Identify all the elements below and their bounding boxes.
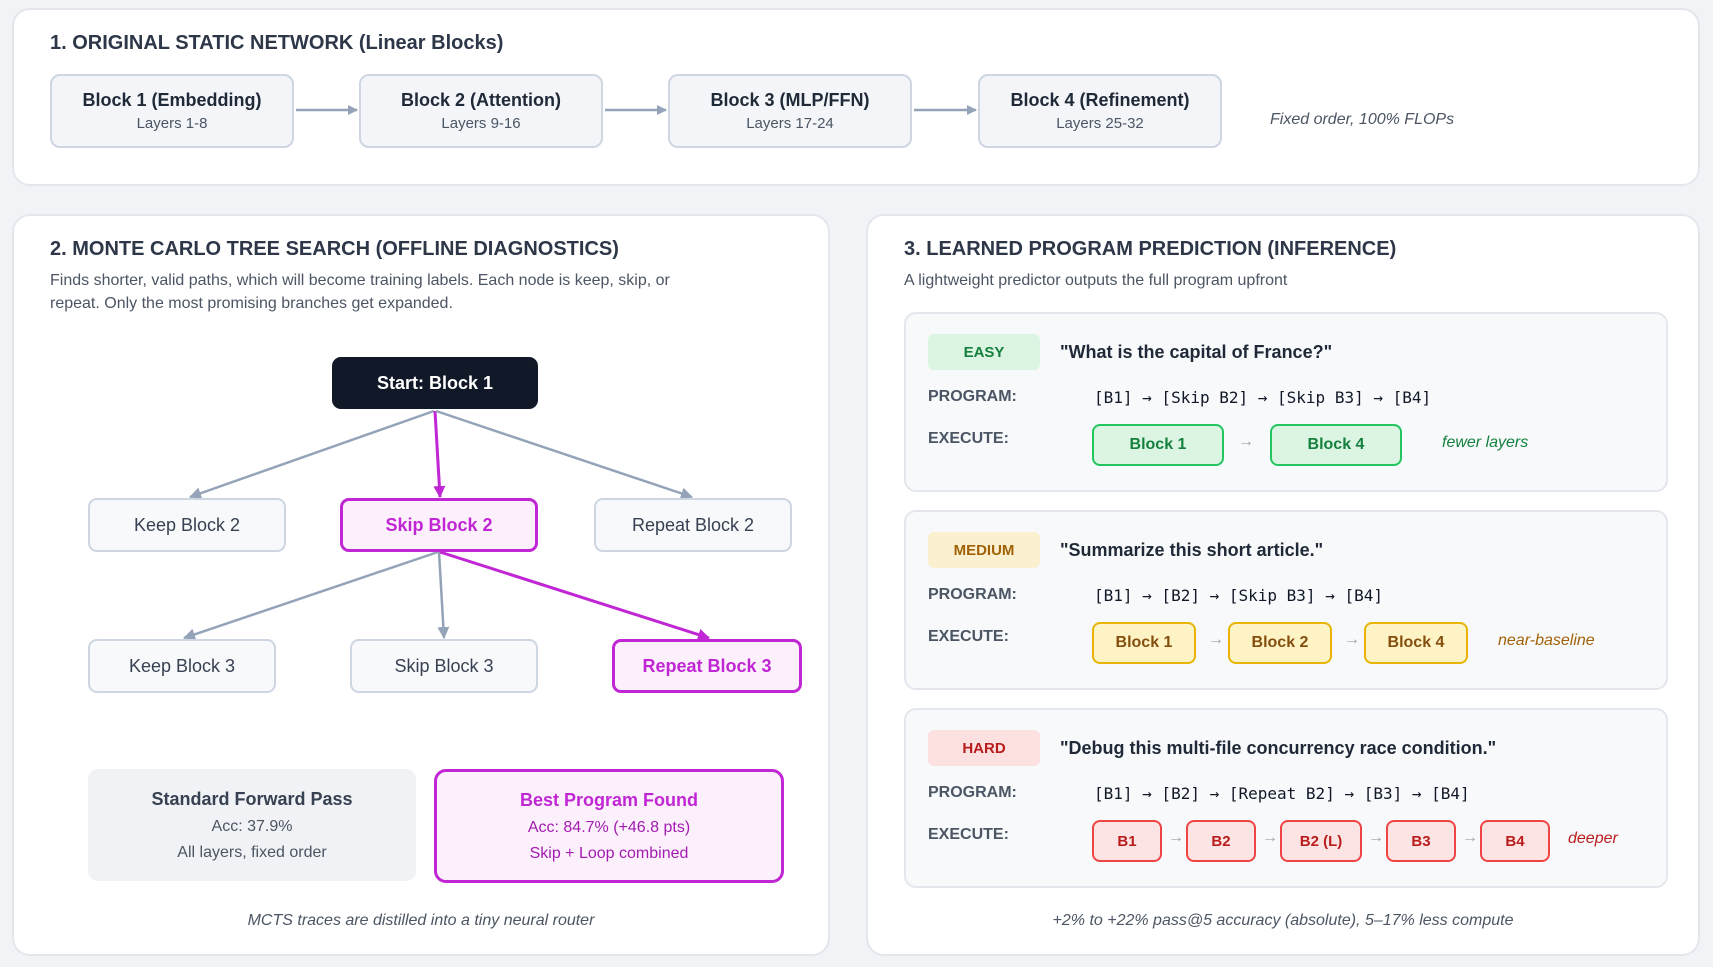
edge-root-skip2 <box>433 410 446 498</box>
medium-exec-block-1: Block 1 <box>1092 622 1196 664</box>
standard-title: Standard Forward Pass <box>151 788 353 809</box>
medium-exec-block-2: Block 2 <box>1228 622 1332 664</box>
hard-prompt: "Debug this multi-file concurrency race … <box>1060 738 1497 758</box>
static-network-panel: 1. ORIGINAL STATIC NETWORK (Linear Block… <box>12 8 1700 186</box>
easy-exec-block-4: Block 4 <box>1270 424 1402 466</box>
standard-desc: All layers, fixed order <box>177 843 327 861</box>
block-layers: Layers 17-24 <box>746 115 834 132</box>
keep-block-3-node: Keep Block 3 <box>88 639 276 693</box>
subtitle-line-2: repeat. Only the most promising branches… <box>50 295 453 312</box>
easy-prompt: "What is the capital of France?" <box>1060 342 1333 362</box>
hard-tag: deeper <box>1568 830 1618 847</box>
subtitle-line-1: Finds shorter, valid paths, which will b… <box>50 272 670 289</box>
exec-arrow: → <box>1262 829 1278 846</box>
tree-edges <box>183 409 710 641</box>
best-title: Best Program Found <box>519 789 698 810</box>
program-label: PROGRAM: <box>928 388 1017 405</box>
block-layers: Layers 25-32 <box>1056 115 1144 132</box>
hard-exec-block-3: B3 <box>1386 820 1456 862</box>
best-acc: Acc: 84.7% (+46.8 pts) <box>527 818 691 836</box>
prediction-footer: +2% to +22% pass@5 accuracy (absolute), … <box>1052 912 1514 929</box>
block-arrows <box>296 105 977 115</box>
medium-card: MEDIUM "Summarize this short article." P… <box>904 510 1668 690</box>
exec-arrow: → <box>1462 829 1478 846</box>
easy-card: EASY "What is the capital of France?" PR… <box>904 312 1668 492</box>
panel-title: 3. LEARNED PROGRAM PREDICTION (INFERENCE… <box>904 238 1397 260</box>
hard-exec-block-2: B2 <box>1186 820 1256 862</box>
hard-program: [B1] → [B2] → [Repeat B2] → [B3] → [B4] <box>1094 784 1470 803</box>
standard-acc: Acc: 37.9% <box>211 817 293 835</box>
edge-skip2-repeat3 <box>439 550 710 641</box>
block-2-node: Block 2 (Attention) Layers 9-16 <box>359 74 603 148</box>
block-title: Block 3 (MLP/FFN) <box>710 90 870 110</box>
panel-subtitle: Finds shorter, valid paths, which will b… <box>50 269 670 315</box>
panel-title: 2. MONTE CARLO TREE SEARCH (OFFLINE DIAG… <box>50 238 619 260</box>
panel-subtitle: A lightweight predictor outputs the full… <box>904 272 1288 289</box>
standard-pass-card: Standard Forward Pass Acc: 37.9% All lay… <box>88 769 416 881</box>
exec-arrow: → <box>1344 631 1360 648</box>
repeat-block-2-node: Repeat Block 2 <box>594 498 792 552</box>
easy-badge: EASY <box>928 334 1040 370</box>
exec-arrow: → <box>1368 829 1384 846</box>
panel-title: 1. ORIGINAL STATIC NETWORK (Linear Block… <box>50 32 504 54</box>
best-program-card: Best Program Found Acc: 84.7% (+46.8 pts… <box>434 769 784 883</box>
hard-exec-block-4: B4 <box>1480 820 1550 862</box>
block-layers: Layers 9-16 <box>441 115 521 132</box>
repeat-block-3-node: Repeat Block 3 <box>612 639 802 693</box>
easy-program: [B1] → [Skip B2] → [Skip B3] → [B4] <box>1094 388 1432 407</box>
edge-root-keep2 <box>189 409 435 500</box>
program-prediction-panel: 3. LEARNED PROGRAM PREDICTION (INFERENCE… <box>866 214 1700 956</box>
mcts-footer: MCTS traces are distilled into a tiny ne… <box>247 912 595 929</box>
block-3-node: Block 3 (MLP/FFN) Layers 17-24 <box>668 74 912 148</box>
tree-root-node: Start: Block 1 <box>332 357 538 409</box>
hard-exec-block-2-loop: B2 (L) <box>1280 820 1362 862</box>
execute-label: EXECUTE: <box>928 430 1009 447</box>
skip-block-3-node: Skip Block 3 <box>350 639 538 693</box>
hard-badge: HARD <box>928 730 1040 766</box>
hard-card: HARD "Debug this multi-file concurrency … <box>904 708 1668 888</box>
edge-skip2-skip3 <box>437 551 450 639</box>
easy-exec-block-1: Block 1 <box>1092 424 1224 466</box>
block-layers: Layers 1-8 <box>136 115 208 132</box>
medium-tag: near-baseline <box>1498 632 1595 649</box>
exec-arrow: → <box>1208 631 1224 648</box>
edge-root-repeat2 <box>435 409 693 500</box>
execute-label: EXECUTE: <box>928 826 1009 843</box>
program-label: PROGRAM: <box>928 784 1017 801</box>
medium-badge: MEDIUM <box>928 532 1040 568</box>
medium-program: [B1] → [B2] → [Skip B3] → [B4] <box>1094 586 1383 605</box>
keep-block-2-node: Keep Block 2 <box>88 498 286 552</box>
medium-exec-block-4: Block 4 <box>1364 622 1468 664</box>
skip-block-2-node: Skip Block 2 <box>340 498 538 552</box>
edge-skip2-keep3 <box>183 550 439 641</box>
block-title: Block 1 (Embedding) <box>82 90 262 110</box>
medium-prompt: "Summarize this short article." <box>1060 540 1324 560</box>
program-label: PROGRAM: <box>928 586 1017 603</box>
hard-exec-block-1: B1 <box>1092 820 1162 862</box>
block-title: Block 2 (Attention) <box>401 90 561 110</box>
execute-label: EXECUTE: <box>928 628 1009 645</box>
static-note: Fixed order, 100% FLOPs <box>1270 111 1455 128</box>
easy-tag: fewer layers <box>1442 434 1529 451</box>
block-1-node: Block 1 (Embedding) Layers 1-8 <box>50 74 294 148</box>
exec-arrow: → <box>1238 433 1254 450</box>
mcts-panel: 2. MONTE CARLO TREE SEARCH (OFFLINE DIAG… <box>12 214 830 956</box>
block-title: Block 4 (Refinement) <box>1010 90 1190 110</box>
best-desc: Skip + Loop combined <box>529 844 689 862</box>
block-4-node: Block 4 (Refinement) Layers 25-32 <box>978 74 1222 148</box>
exec-arrow: → <box>1168 829 1184 846</box>
